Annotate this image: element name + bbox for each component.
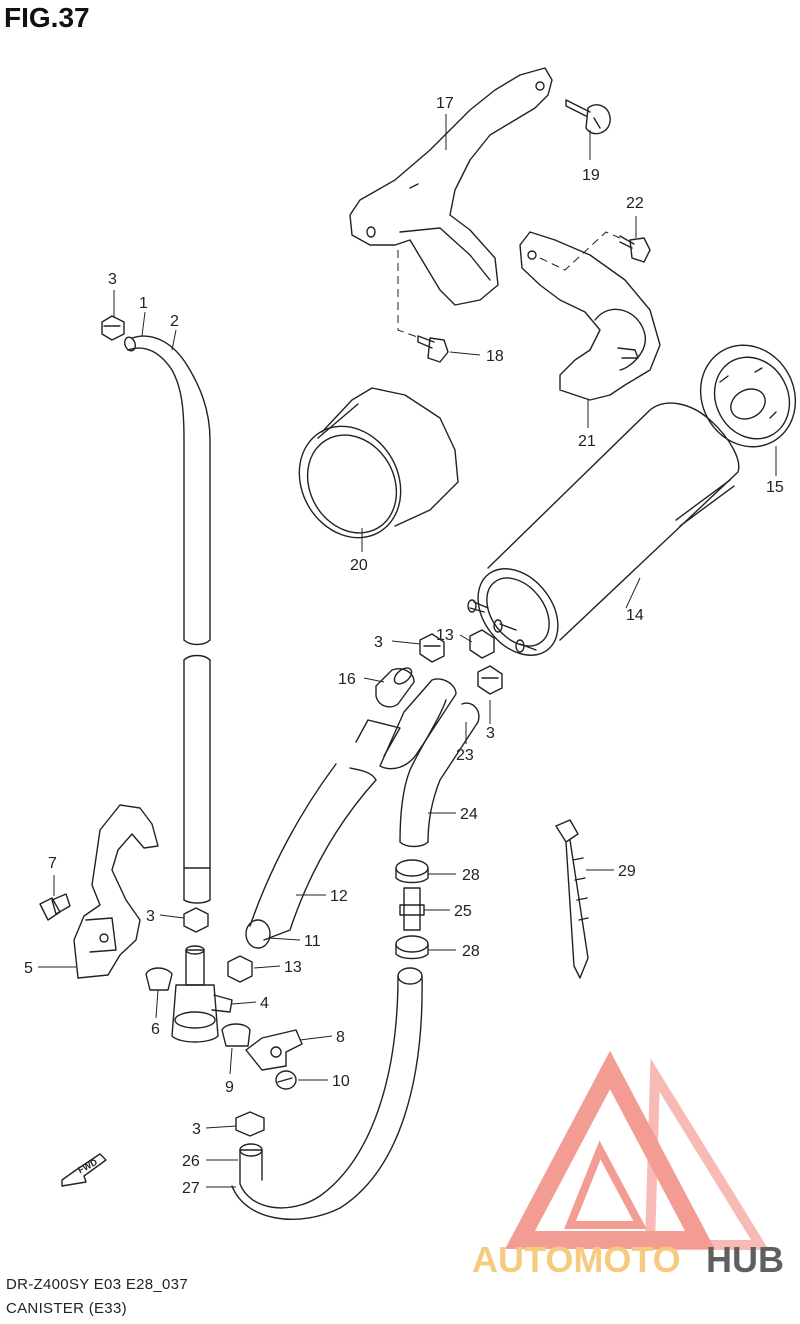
callout-2: 2 [170,313,179,330]
part-21-bracket [519,231,661,401]
callout-8: 8 [336,1029,345,1046]
callout-13: 13 [284,959,302,976]
callout-28: 28 [462,943,480,960]
callout-18: 18 [486,348,504,365]
callout-1: 1 [139,295,148,312]
callout-3: 3 [486,725,495,742]
callout-22: 22 [626,195,644,212]
callout-24: 24 [460,806,478,823]
leader-lines [38,114,777,1188]
callout-4: 4 [260,995,269,1012]
callout-27: 27 [182,1180,200,1197]
part-6-clip [145,967,173,991]
callout-21: 21 [578,433,596,450]
callout-3: 3 [192,1121,201,1138]
callout-17: 17 [436,95,454,112]
callout-6: 6 [151,1021,160,1038]
part-25-joint [399,887,425,931]
callout-3: 3 [146,908,155,925]
part-1-2-long-hose [124,335,211,904]
callout-11: 11 [304,933,321,950]
figure-title: FIG.37 [4,2,90,33]
callout-13: 13 [436,627,454,644]
watermark-text-secondary: HUB [706,1239,784,1280]
callout-15: 15 [766,479,784,496]
bolt-22-guide-line [539,231,621,271]
part-13-clamp-lower [227,955,253,983]
callout-29: 29 [618,863,636,880]
part-10-screw [275,1070,297,1090]
part-19-bolt [565,99,611,135]
callout-23: 23 [456,747,474,764]
part-13-clamp-upper [469,629,495,659]
callout-7: 7 [48,855,57,872]
callout-12: 12 [330,888,348,905]
part-20-ring [298,387,459,539]
watermark-text-primary: AUTOMOTO [472,1239,681,1280]
part-28-clamp-lower [395,935,429,960]
part-4-valve [171,945,233,1043]
part-16-plug [375,667,415,708]
part-3-clamp-right [477,665,503,695]
part-3-clamp-top [101,315,125,341]
part-5-bracket [73,804,159,979]
callout-19: 19 [582,167,600,184]
part-17-bracket [349,67,553,306]
callout-16: 16 [338,671,356,688]
part-29-cable-tie [555,819,589,979]
part-3-clamp-lower [183,907,209,933]
callout-3: 3 [374,634,383,651]
callout-labels: 3 1 2 17 19 22 18 21 15 20 14 3 13 16 3 … [24,95,784,1197]
part-27-drain-hose [231,967,423,1220]
part-23-24-hoses [399,699,480,848]
part-14-canister-body [467,402,740,656]
part-9-clip [221,1023,251,1047]
callout-14: 14 [626,607,644,624]
callout-3: 3 [108,271,117,288]
part-28-clamp-upper [395,859,429,884]
watermark-logo: AUTOMOTO HUB [472,1050,784,1280]
callout-26: 26 [182,1153,200,1170]
callout-25: 25 [454,903,472,920]
part-12-hose [245,678,457,949]
model-code: DR-Z400SY E03 E28_037 [6,1276,188,1293]
part-8-bracket [245,1029,303,1071]
fwd-arrow-icon: FWD [61,1153,107,1187]
part-7-bolt [39,893,71,921]
part-22-bolt [619,235,651,263]
bolt-18-guide-line [397,250,421,339]
callout-28: 28 [462,867,480,884]
callout-20: 20 [350,557,368,574]
part-3-clamp-bottom [235,1111,265,1137]
figure-caption: CANISTER (E33) [6,1300,127,1317]
part-3-clamp-mid [419,633,445,663]
callout-10: 10 [332,1073,350,1090]
part-15-canister-cap [699,344,797,448]
callout-9: 9 [225,1079,234,1096]
part-18-bolt [417,335,449,363]
callout-5: 5 [24,960,33,977]
